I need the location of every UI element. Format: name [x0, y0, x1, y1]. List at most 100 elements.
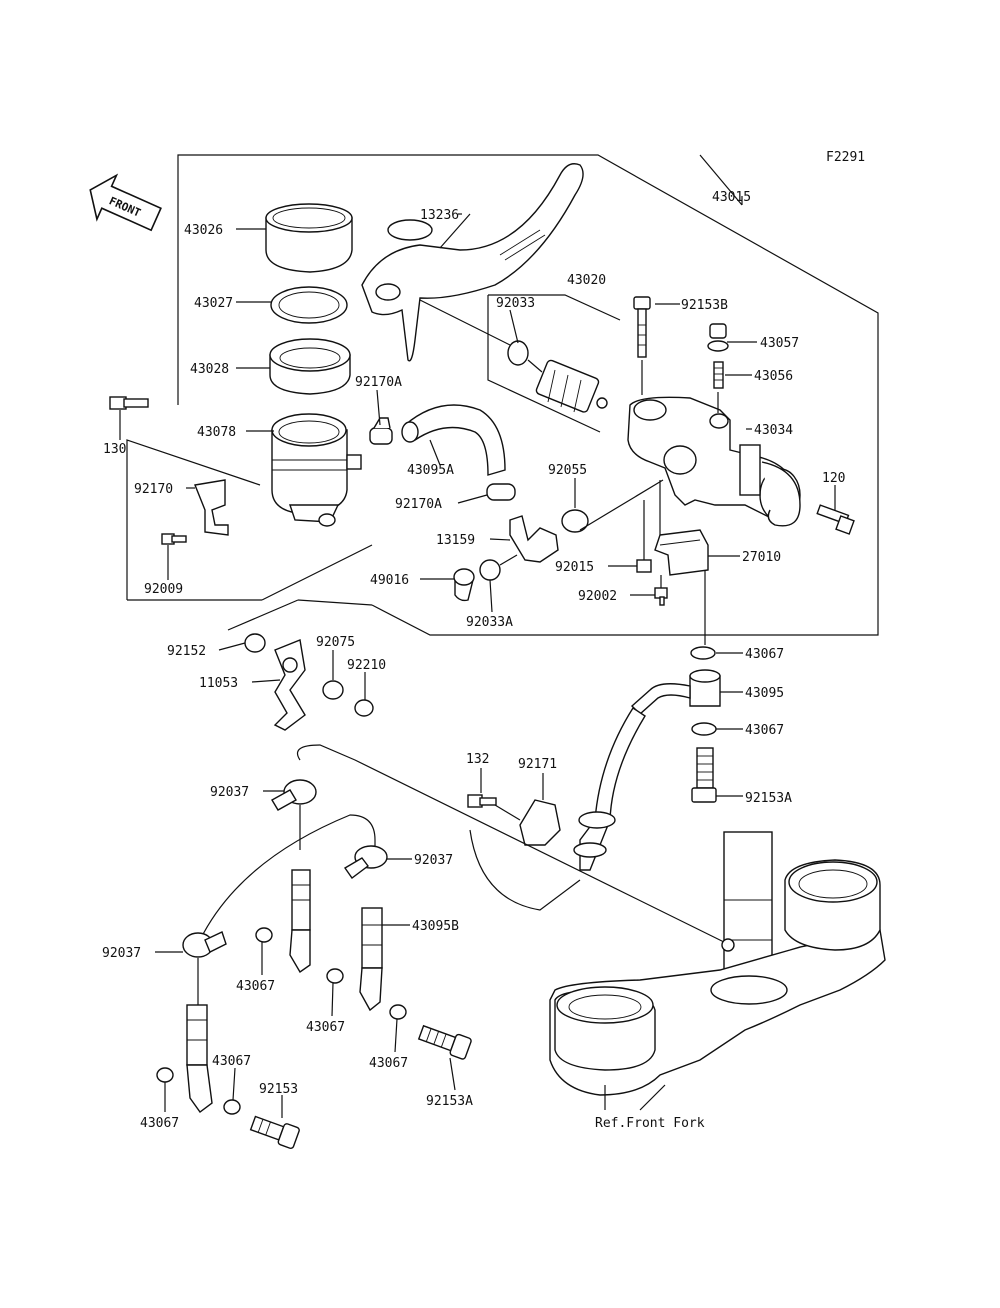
- label-43067-a: 43067: [745, 647, 784, 662]
- label-43078: 43078: [197, 425, 236, 440]
- banjo-bolt-b: [249, 1115, 300, 1149]
- reference-front-fork: Ref.Front Fork: [595, 1116, 705, 1131]
- label-43057: 43057: [760, 336, 799, 351]
- label-43056: 43056: [754, 369, 793, 384]
- label-92037-c: 92037: [102, 946, 141, 961]
- label-43027: 43027: [194, 296, 233, 311]
- label-92037-b: 92037: [414, 853, 453, 868]
- assembly-frame-43015: [126, 154, 879, 636]
- banjo-fitting: [630, 669, 721, 715]
- label-43067-f: 43067: [212, 1054, 251, 1069]
- hose-grommet-2: [573, 842, 607, 858]
- label-43026: 43026: [184, 223, 223, 238]
- bleeder-cap: [707, 323, 729, 352]
- label-43095A: 43095A: [407, 463, 454, 478]
- brake-hose-left: [289, 869, 311, 974]
- label-27010: 27010: [742, 550, 781, 565]
- retaining-ring: [479, 559, 501, 581]
- front-arrow-icon: FRONT: [89, 173, 162, 232]
- hose-end: [401, 421, 419, 443]
- collar-92152: [244, 633, 266, 653]
- grommet: [453, 568, 475, 602]
- washer-c: [255, 927, 273, 943]
- label-92152: 92152: [167, 644, 206, 659]
- hose-routing-line-2: [199, 814, 376, 941]
- label-43067-c: 43067: [236, 979, 275, 994]
- brake-hose-43095B: [359, 907, 383, 1012]
- brake-hose-main: [579, 707, 646, 871]
- label-130: 130: [103, 442, 126, 457]
- label-49016: 49016: [370, 573, 409, 588]
- hose-guide-bracket: [273, 639, 306, 731]
- reservoir-cap: [265, 203, 353, 273]
- bracket-screw: [161, 533, 187, 545]
- washer-g: [223, 1099, 241, 1115]
- steering-stem-clamp: [549, 831, 886, 1096]
- reservoir-tank: [271, 413, 362, 527]
- label-92153A-b: 92153A: [426, 1094, 473, 1109]
- label-43095B: 43095B: [412, 919, 459, 934]
- label-13236: 13236: [420, 208, 459, 223]
- label-43067-b: 43067: [745, 723, 784, 738]
- handlebar-clamp: [761, 461, 801, 527]
- label-92015: 92015: [555, 560, 594, 575]
- label-132: 132: [466, 752, 489, 767]
- reservoir-gasket: [270, 286, 348, 324]
- hose-routing-line: [296, 744, 731, 946]
- brake-light-switch: [654, 529, 709, 576]
- label-43067-g: 43067: [140, 1116, 179, 1131]
- switch-screw: [654, 587, 668, 606]
- banjo-fitting-b: [343, 845, 388, 879]
- label-43067-d: 43067: [306, 1020, 345, 1035]
- banjo-bolt-main: [691, 747, 717, 803]
- label-92153B: 92153B: [681, 298, 728, 313]
- nut-92210: [354, 699, 374, 717]
- label-92075: 92075: [316, 635, 355, 650]
- pivot-nut: [636, 559, 652, 573]
- banjo-fitting-c: [182, 931, 227, 958]
- label-11053: 11053: [199, 676, 238, 691]
- piston-assembly: [535, 359, 608, 413]
- hose-clamp-top: [369, 417, 393, 445]
- banjo-fitting-a: [271, 779, 317, 811]
- label-92170A-top: 92170A: [355, 375, 402, 390]
- washer-upper: [690, 646, 716, 660]
- label-43020: 43020: [567, 273, 606, 288]
- label-92153A-a: 92153A: [745, 791, 792, 806]
- reservoir-fitting: [509, 515, 559, 563]
- bracket-bolt: [467, 794, 497, 808]
- bleeder-valve: [713, 361, 724, 389]
- label-92171: 92171: [518, 757, 557, 772]
- hose-bracket: [519, 799, 561, 846]
- washer-d: [326, 968, 344, 984]
- o-ring: [561, 509, 589, 533]
- label-92009: 92009: [144, 582, 183, 597]
- label-92033A: 92033A: [466, 615, 513, 630]
- label-13159: 13159: [436, 533, 475, 548]
- label-92153: 92153: [259, 1082, 298, 1097]
- washer-f: [156, 1067, 174, 1083]
- reservoir-bolt: [109, 396, 149, 410]
- leader-lines: [119, 154, 836, 1118]
- brake-hose-lower: [186, 1004, 213, 1113]
- figure-code: F2291: [826, 150, 865, 165]
- label-43067-e: 43067: [369, 1056, 408, 1071]
- label-43028: 43028: [190, 362, 229, 377]
- reservoir-diaphragm: [269, 338, 351, 395]
- hose-grommet: [578, 811, 616, 829]
- label-92055: 92055: [548, 463, 587, 478]
- clamp-bolt: [816, 504, 855, 535]
- label-92170A-mid: 92170A: [395, 497, 442, 512]
- part-labels: 43015 43026 43027 43028 43078 13236 4302…: [102, 190, 845, 1131]
- label-43034: 43034: [754, 423, 793, 438]
- label-92210: 92210: [347, 658, 386, 673]
- label-92033: 92033: [496, 296, 535, 311]
- washer-e: [389, 1004, 407, 1020]
- washer-lower: [691, 722, 717, 736]
- banjo-bolt-a: [417, 1024, 472, 1060]
- pivot-bolt: [633, 296, 651, 358]
- label-92002: 92002: [578, 589, 617, 604]
- hose-routing-line-3: [469, 829, 581, 911]
